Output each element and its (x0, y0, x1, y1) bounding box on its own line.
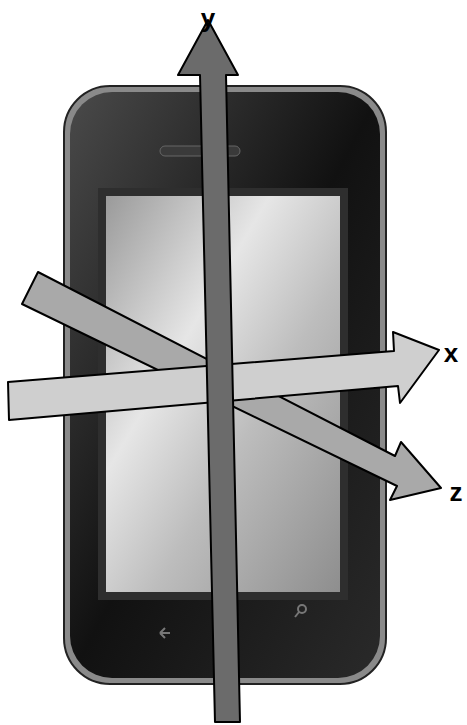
axis-label: y (201, 5, 215, 31)
back-button (160, 628, 170, 638)
axis-label: z (450, 479, 463, 505)
search-button (298, 605, 306, 613)
search-button-handle (295, 612, 299, 617)
y-axis-arrow (178, 20, 240, 722)
axis-label: x (444, 340, 458, 366)
